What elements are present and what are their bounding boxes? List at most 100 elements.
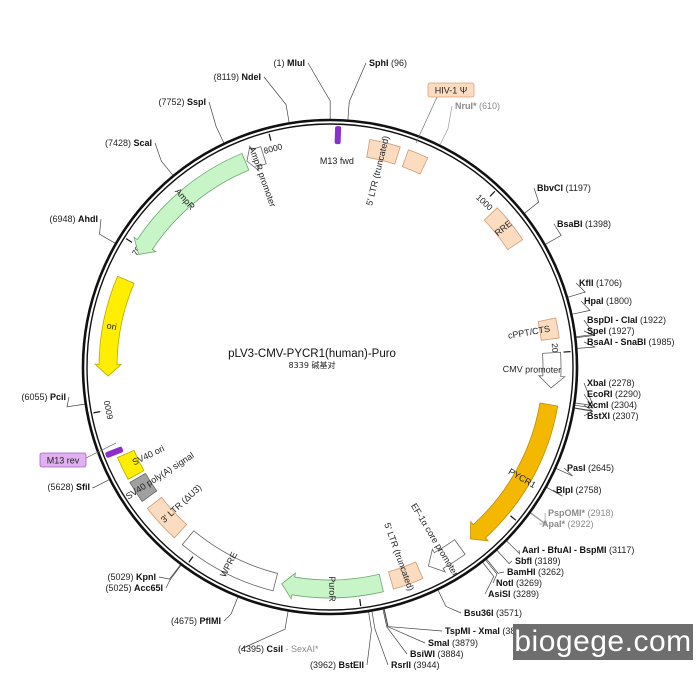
site-leader xyxy=(383,608,443,632)
feature-shape xyxy=(146,496,188,539)
feature-shape xyxy=(537,351,566,389)
site-position: (1706) xyxy=(594,278,623,288)
site-name: PciI xyxy=(50,392,66,402)
site-name: TspMI - XmaI xyxy=(445,626,500,636)
site-leader xyxy=(439,105,453,145)
site-leader xyxy=(99,218,116,244)
site-label: XcmI (2304) xyxy=(587,400,637,410)
site-name: BsaBI xyxy=(557,219,583,229)
hiv-psi-callout: HIV-1 Ψ xyxy=(415,82,475,144)
site-pspomi-: PspOMI* (2918) xyxy=(548,508,614,518)
site-aari-bfuai-bspmi: AarI - BfuAI - BspMI (3117) xyxy=(522,545,634,555)
feature-label: ori xyxy=(106,321,118,333)
site-leader xyxy=(577,341,596,349)
site-name: NotI xyxy=(496,578,514,588)
feature-shape xyxy=(388,561,424,590)
site-position: (2922) xyxy=(565,519,594,529)
scale-tick xyxy=(188,556,194,563)
site-position: (1) xyxy=(274,58,288,68)
site-position: (5029) xyxy=(107,572,136,582)
site-label: RsrII (3944) xyxy=(391,660,440,670)
site-position: (1985) xyxy=(646,337,675,347)
site-label: (4395) CsiI - SexAI* xyxy=(238,644,319,654)
site-leader xyxy=(437,590,462,614)
site-position: (2290) xyxy=(613,389,642,399)
site-label: (5628) SfiI xyxy=(47,482,90,492)
site-position: (6948) xyxy=(49,214,78,224)
site-name: NruI* xyxy=(455,101,477,111)
site-ecori: EcoRI (2290) xyxy=(587,389,641,399)
site-rsrii: RsrII (3944) xyxy=(391,660,440,670)
site-position: (3962) xyxy=(310,660,339,670)
feature-label: CMV promoter xyxy=(503,364,562,375)
site-label: (6055) PciI xyxy=(21,392,66,402)
feature-shape xyxy=(470,402,559,542)
scale-tick xyxy=(359,599,362,607)
site-leader xyxy=(307,62,331,120)
feature-m13fwd: M13 fwd xyxy=(320,126,354,166)
site-apai-: ApaI* (2922) xyxy=(542,519,594,529)
site-sspi: (7752) SspI xyxy=(158,97,206,107)
site-leader xyxy=(576,330,596,338)
site-name: BstXI xyxy=(587,411,610,421)
scale-tick xyxy=(268,133,272,141)
site-name: ApaI* xyxy=(542,519,566,529)
site-position: (3189) xyxy=(532,556,561,566)
site-name: KpnI xyxy=(136,572,156,582)
site-label: EcoRI (2290) xyxy=(587,389,641,399)
site-leader xyxy=(524,187,540,214)
hiv-psi-label: HIV-1 Ψ xyxy=(435,86,468,96)
feature-ampr: AmpR xyxy=(133,152,250,255)
site-label: AsiSI (3289) xyxy=(488,589,539,599)
site-name: SspI xyxy=(187,97,206,107)
site-name: HpaI xyxy=(584,296,604,306)
site-name: CsiI xyxy=(267,644,284,654)
site-name: SbfI xyxy=(515,556,532,566)
site-leader xyxy=(154,142,174,176)
site-leader xyxy=(240,611,289,650)
feature-m13rev xyxy=(105,446,124,458)
site-leader xyxy=(546,487,563,497)
site-position: (1800) xyxy=(604,296,633,306)
site-bspdi-clai: BspDI - ClaI (1922) xyxy=(587,315,666,325)
site-leader xyxy=(574,393,594,409)
site-leader xyxy=(486,559,505,574)
site-spei: SpeI (1927) xyxy=(587,326,635,336)
site-name: BstEII xyxy=(338,660,364,670)
site-noti: NotI (3269) xyxy=(496,578,542,588)
site-name: BbvCI xyxy=(537,183,563,193)
site-label: AarI - BfuAI - BspMI (3117) xyxy=(522,545,634,555)
site-label: BstXI (2307) xyxy=(587,411,639,421)
feature-ltr5: 5' LTR (truncated) xyxy=(364,135,401,207)
site-label: ApaI* (2922) xyxy=(542,519,594,529)
site-label: (7428) ScaI xyxy=(105,138,152,148)
site-name: Bsu36I xyxy=(464,608,494,618)
feature-cmv: CMV promoter xyxy=(503,351,566,389)
site-position: (4675) xyxy=(171,616,200,626)
site-position: (7428) xyxy=(105,138,134,148)
feature-rre: RRE xyxy=(483,207,524,251)
site-leader xyxy=(574,404,593,412)
site-leader xyxy=(371,611,389,666)
site-label: KflI (1706) xyxy=(579,278,622,288)
feature-hiv-psi xyxy=(401,149,429,175)
site-label: (6948) AhdI xyxy=(49,214,98,224)
site-ahdi: (6948) AhdI xyxy=(49,214,98,224)
site-bsiwi: BsiWI (3884) xyxy=(410,649,464,659)
site-position: (7752) xyxy=(158,97,187,107)
site-xcmi: XcmI (2304) xyxy=(587,400,637,410)
site-name: SpeI xyxy=(587,326,606,336)
site-label: BsaBI (1398) xyxy=(557,219,611,229)
site-position: (3944) xyxy=(411,660,440,670)
site-position: (1398) xyxy=(583,219,612,229)
site-leader xyxy=(485,559,498,584)
site-label: (8119) NdeI xyxy=(214,72,261,82)
scale-tick xyxy=(93,410,101,414)
site-name: BsiWI xyxy=(410,649,435,659)
site-position: (2918) xyxy=(585,508,614,518)
site-label: PspOMI* (2918) xyxy=(548,508,614,518)
site-label: NotI (3269) xyxy=(496,578,542,588)
site-position: (3289) xyxy=(511,589,540,599)
site-hpai: HpaI (1800) xyxy=(584,296,632,306)
site-position: (3262) xyxy=(536,567,565,577)
